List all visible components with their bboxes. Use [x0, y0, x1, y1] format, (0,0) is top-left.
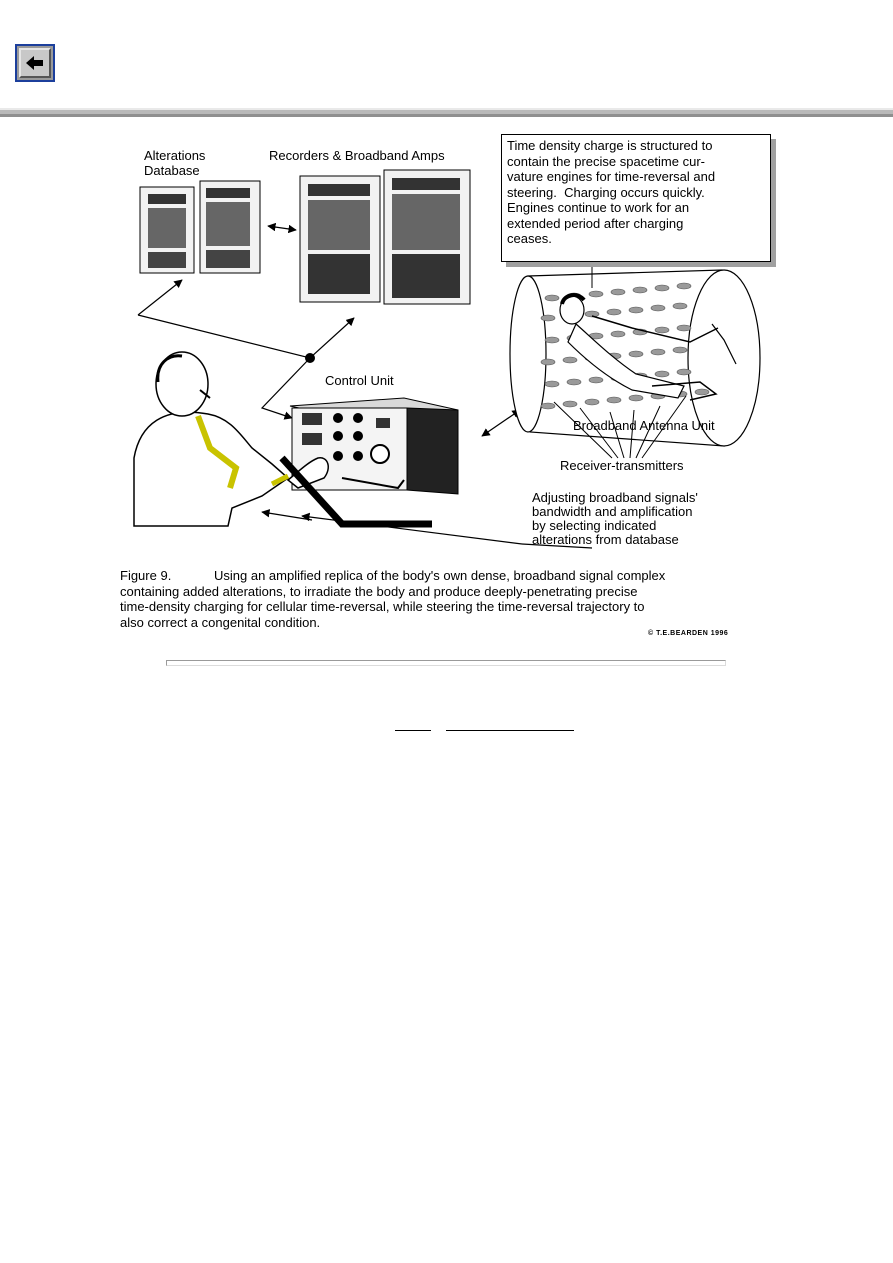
database-servers: [139, 180, 261, 274]
back-button[interactable]: [15, 44, 55, 82]
nav-link-next[interactable]: [446, 718, 574, 731]
label-antenna-unit: Broadband Antenna Unit: [573, 418, 715, 433]
label-adjusting: Adjusting broadband signals' bandwidth a…: [532, 490, 698, 547]
recorder-towers: [299, 169, 471, 305]
junction-node: [305, 353, 315, 363]
caption-line-1: Using an amplified replica of the body's…: [214, 568, 666, 583]
navigation-links: [0, 718, 893, 732]
control-unit: [289, 397, 459, 495]
back-arrow-icon: [26, 56, 43, 70]
label-control-unit: Control Unit: [325, 373, 394, 388]
nav-link-previous[interactable]: [395, 718, 431, 731]
figure-9-illustration: Alterations Database Recorders & Broadba…: [112, 128, 792, 653]
caption-line-4: also correct a congenital condition.: [120, 614, 321, 630]
callout-text: Time density charge is structured to con…: [507, 138, 716, 246]
caption-line-3: time-density charging for cellular time-…: [120, 599, 645, 614]
label-alterations-database: Alterations Database: [144, 148, 206, 178]
callout-box: Time density charge is structured to con…: [501, 134, 771, 262]
copyright-credit: © T.E.BEARDEN 1996: [648, 630, 729, 637]
illustration-drawing: [133, 169, 761, 549]
operator-figure: [133, 351, 432, 528]
caption-line-2: containing added alterations, to irradia…: [120, 583, 638, 599]
bottom-divider: [166, 660, 726, 666]
top-divider: [0, 108, 893, 117]
figure-caption: Figure 9. Using an amplified replica of t…: [120, 568, 788, 630]
label-recorders: Recorders & Broadband Amps: [269, 148, 445, 163]
label-receiver-transmitters: Receiver-transmitters: [560, 458, 684, 473]
antenna-tube: [509, 262, 761, 459]
caption-figure-number: Figure 9.: [120, 568, 172, 583]
